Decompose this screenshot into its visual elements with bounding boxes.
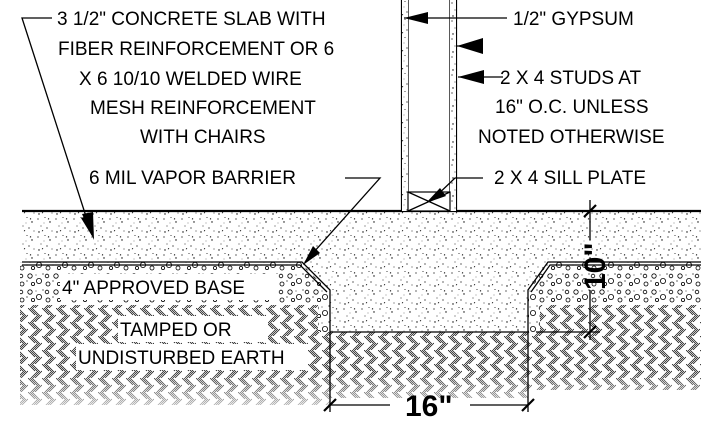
studs-label-line-2: 16" O.C. UNLESS (495, 97, 649, 118)
slab-label-line-5: WITH CHAIRS (140, 127, 266, 148)
studs-label-line-1: 2 X 4 STUDS AT (500, 68, 642, 89)
concrete-slab (22, 211, 701, 332)
gypsum-label: 1/2" GYPSUM (513, 9, 634, 30)
sill-plate-label: 2 X 4 SILL PLATE (494, 168, 646, 189)
earth-label-line-2: UNDISTURBED EARTH (78, 348, 285, 369)
base-label: 4" APPROVED BASE (62, 278, 245, 299)
wall-section (402, 0, 456, 211)
slab-label-line-3: X 6 10/10 WELDED WIRE (79, 69, 302, 90)
vapor-barrier-label: 6 MIL VAPOR BARRIER (89, 168, 296, 189)
slab-label-line-4: MESH REINFORCEMENT (90, 98, 316, 119)
footing-width-dimension: 16" (405, 390, 453, 423)
studs-label-line-3: NOTED OTHERWISE (478, 127, 665, 148)
footing-depth-dimension: 10" (579, 242, 612, 290)
slab-label-line-1: 3 1/2" CONCRETE SLAB WITH (57, 9, 326, 30)
earth-label-line-1: TAMPED OR (120, 320, 232, 341)
slab-label-line-2: FIBER REINFORCEMENT OR 6 (58, 39, 334, 60)
